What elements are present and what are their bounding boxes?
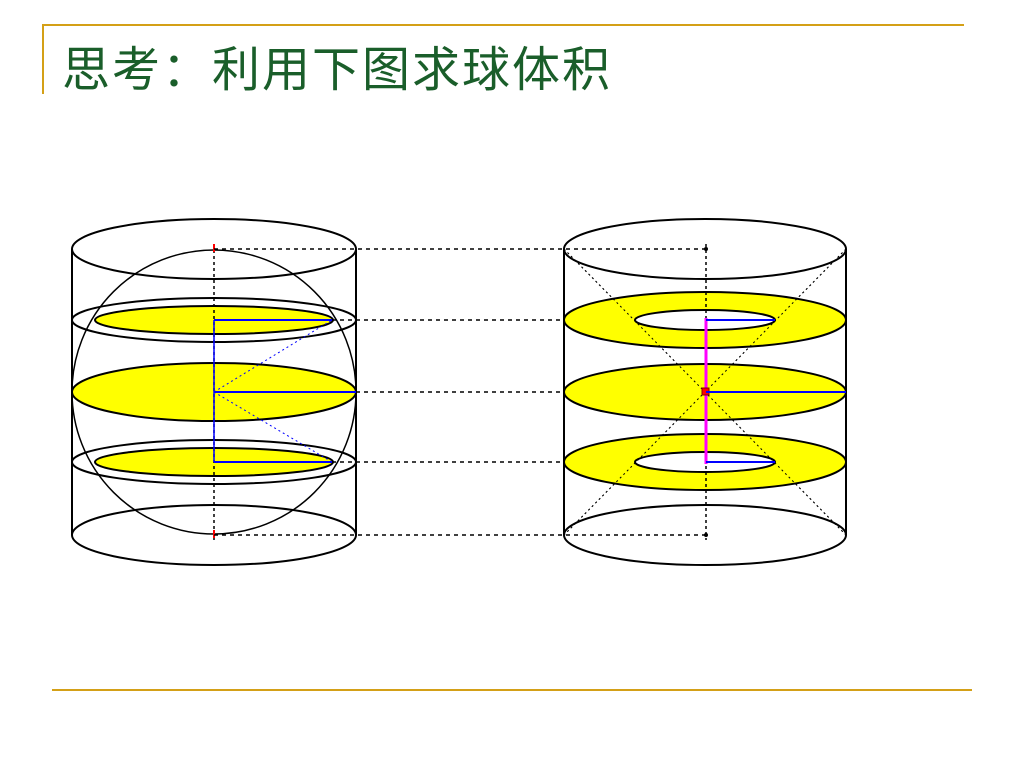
right-axis-bottom-dot [704,533,708,537]
right-figure-cylinder-minus-cones [563,218,847,566]
connector-lines [214,248,706,536]
upper-radius-slant [213,319,333,393]
bottom-rule [52,689,972,691]
slide-title: 思考：利用下图求球体积 [62,42,613,98]
right-axis-top-dot [704,247,708,251]
top-rule [42,24,964,26]
title-accent-tick [42,24,44,94]
left-figure-sphere-in-cylinder [71,218,357,566]
